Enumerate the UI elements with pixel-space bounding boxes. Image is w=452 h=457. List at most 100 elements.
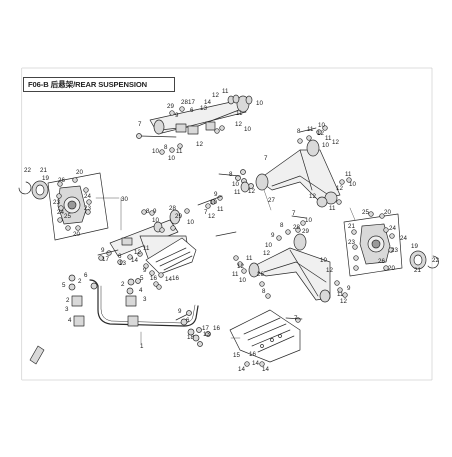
callout-3a: 3 [65, 306, 69, 313]
callout-11f: 11 [234, 189, 241, 196]
callout-17c: 17 [202, 325, 209, 332]
callout-2c: 2 [121, 281, 125, 288]
callout-12b: 12 [196, 141, 203, 148]
callout-26b: 26 [257, 271, 264, 278]
callout-9: 9 [175, 112, 179, 119]
callout-9b: 9 [153, 208, 157, 215]
callout-14c: 14 [165, 276, 172, 283]
callout-8c: 8 [229, 171, 233, 178]
callout-25a: 25 [64, 213, 71, 220]
callout-7d: 7 [292, 210, 296, 217]
callout-6: 6 [190, 107, 194, 114]
callout-11g: 11 [345, 171, 352, 178]
callout-10j: 10 [187, 219, 194, 226]
right-lower-a-arm [248, 233, 331, 303]
callout-24b: 24 [84, 193, 91, 200]
callout-14b: 14 [131, 257, 138, 264]
callout-4b: 4 [139, 287, 143, 294]
callout-14d: 14 [252, 360, 259, 367]
upper-a-arm [255, 139, 341, 208]
callout-10d: 10 [244, 126, 251, 133]
callout-16d: 16 [172, 275, 179, 282]
callout-9d: 9 [101, 247, 105, 254]
callout-10k: 10 [210, 199, 217, 206]
leader-lines [95, 189, 356, 345]
callout-23c: 23 [348, 239, 355, 246]
callout-12g: 12 [336, 185, 343, 192]
callout-22b: 22 [432, 257, 439, 264]
callout-18: 18 [187, 334, 194, 341]
callout-29b: 29 [175, 213, 182, 220]
callout-12j: 12 [134, 249, 141, 256]
callout-20c: 20 [384, 209, 391, 216]
callout-28c: 28 [293, 224, 300, 231]
callout-12: 12 [212, 92, 219, 99]
callout-11j: 11 [143, 245, 150, 252]
upper-arm-hardware [136, 94, 253, 155]
callout-28b: 28 [169, 205, 176, 212]
callout-19b: 19 [411, 243, 418, 250]
callout-9e: 9 [143, 267, 147, 274]
callout-7a: 7 [138, 121, 142, 128]
sheet-border [21, 67, 433, 381]
callout-11k: 11 [246, 255, 253, 262]
diagram-title: F06-B 后悬架/REAR SUSPENSION [28, 80, 148, 89]
callout-10a: 10 [256, 100, 263, 107]
callout-23a: 23 [53, 199, 60, 206]
callout-14f: 14 [262, 366, 269, 373]
stabilizer-bushings [68, 274, 211, 347]
callout-9c: 9 [214, 191, 218, 198]
callout-10m: 10 [265, 242, 272, 249]
callout-12c: 12 [235, 121, 242, 128]
callout-1: 1 [140, 343, 144, 350]
callout-15: 15 [233, 352, 240, 359]
callout-2b: 2 [78, 278, 82, 285]
callout-10e: 10 [318, 122, 325, 129]
callout-10n: 10 [239, 277, 246, 284]
callout-12h: 12 [309, 193, 316, 200]
callout-27: 27 [268, 197, 275, 204]
callout-7e: 7 [294, 315, 298, 322]
callout-6c: 6 [84, 272, 88, 279]
callout-12f: 12 [248, 188, 255, 195]
callout-10g: 10 [232, 181, 239, 188]
callout-7b: 7 [264, 155, 268, 162]
callout-11m: 11 [337, 291, 344, 298]
callout-26a: 26 [58, 177, 65, 184]
callout-10c: 10 [168, 155, 175, 162]
callout-3b: 3 [143, 296, 147, 303]
callout-5b: 5 [140, 275, 144, 282]
callout-9f: 9 [178, 308, 182, 315]
callout-17b: 17 [102, 256, 109, 263]
a-arm-hardware [218, 125, 352, 205]
callout-21c: 21 [414, 267, 421, 274]
callout-13b: 13 [119, 260, 126, 267]
callout-20a: 20 [76, 169, 83, 176]
right-lower-arm-hardware [215, 215, 348, 323]
callout-8f: 8 [262, 288, 266, 295]
callout-11h: 11 [329, 205, 336, 212]
callout-12l: 12 [237, 263, 244, 270]
callout-11d: 11 [307, 126, 314, 133]
callout-8d: 8 [146, 208, 150, 215]
title-box: F06-B 后悬架/REAR SUSPENSION [23, 77, 175, 92]
callout-24c: 24 [389, 225, 396, 232]
right-knuckle-hardware [351, 211, 395, 271]
left-bearing [18, 180, 49, 200]
callout-29c: 29 [302, 228, 309, 235]
callout-12k: 12 [263, 250, 270, 257]
callout-29: 29 [167, 103, 174, 110]
callout-25b: 25 [362, 209, 369, 216]
right-bearing [409, 250, 439, 270]
callout-23d: 23 [391, 247, 398, 254]
callout-9g: 9 [271, 232, 275, 239]
callout-19a: 19 [42, 175, 49, 182]
callout-16b: 16 [213, 325, 220, 332]
callout-30: 30 [121, 196, 128, 203]
callout-13c: 13 [203, 331, 210, 338]
callout-5a: 5 [62, 282, 66, 289]
callout-21b: 21 [348, 223, 355, 230]
callout-24a: 24 [57, 209, 64, 216]
